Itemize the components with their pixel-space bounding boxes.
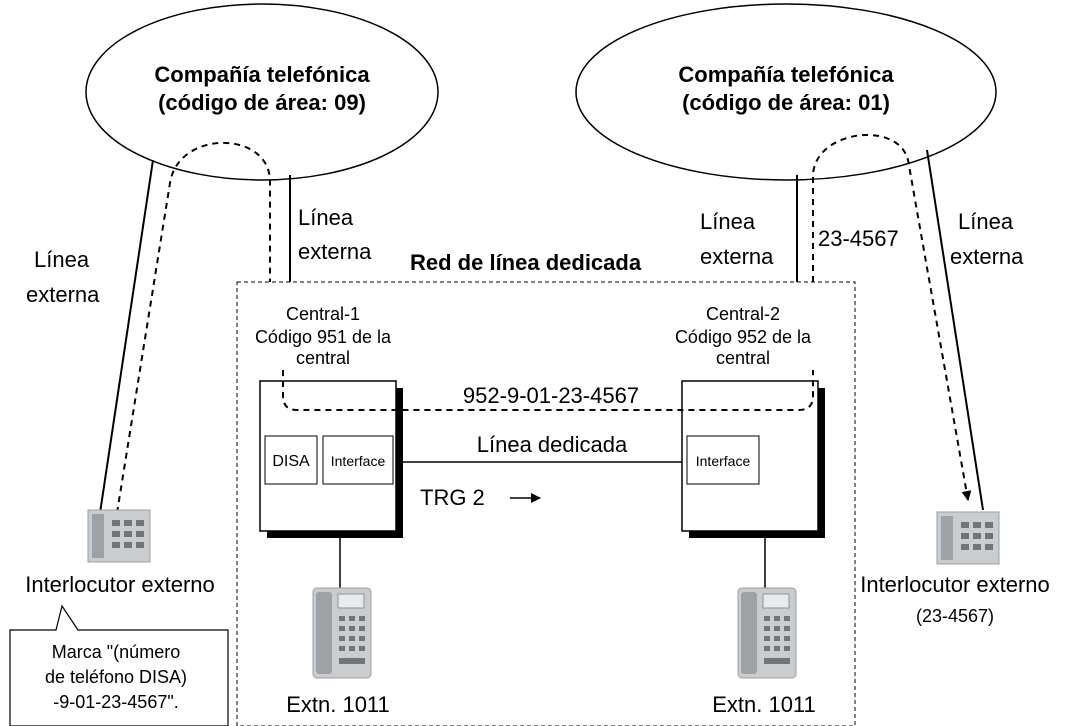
outside-line-label-left-center-2: externa bbox=[298, 239, 372, 264]
outside-party-left-label: Interlocutor externo bbox=[25, 572, 215, 597]
left-cloud-title: Compañía telefónica bbox=[154, 62, 370, 87]
call-path-pbx-dashed-overlay bbox=[282, 370, 814, 411]
dial-callout-line3: -9-01-23-4567". bbox=[53, 692, 178, 712]
call-path-right-dashed bbox=[812, 133, 972, 501]
dedicated-network-boundary bbox=[236, 281, 856, 726]
outside-line-label-right-center-2: externa bbox=[700, 244, 774, 269]
extension-left-phone-icon bbox=[312, 587, 372, 679]
outside-line-label-far-right: Línea bbox=[958, 209, 1014, 234]
pbx1-code-2: central bbox=[296, 348, 350, 368]
route-number-label: 952-9-01-23-4567 bbox=[463, 383, 639, 408]
outside-line-label-far-right-2: externa bbox=[950, 244, 1024, 269]
pbx1-interface-label: Interface bbox=[331, 453, 386, 469]
call-path-left-dashed bbox=[116, 141, 271, 514]
dial-callout-line2: de teléfono DISA) bbox=[45, 667, 187, 687]
tie-line-label: Línea dedicada bbox=[477, 432, 628, 457]
pbx1-disa-card bbox=[264, 435, 318, 485]
pbx2-code-2: central bbox=[716, 348, 770, 368]
pbx1-interface-card bbox=[322, 435, 394, 485]
pbx2-code: Código 952 de la bbox=[675, 327, 812, 347]
outside-party-right-number: (23-4567) bbox=[916, 606, 994, 626]
outside-line-label-left-center: Línea bbox=[298, 205, 354, 230]
right-cloud-area-code: (código de área: 01) bbox=[682, 90, 890, 115]
outside-line-label-right-center: Línea bbox=[700, 209, 756, 234]
telephone-company-right-cloud bbox=[575, 3, 997, 181]
outside-line-left-solid bbox=[99, 159, 154, 514]
pbx2-interface-card bbox=[686, 435, 760, 485]
outside-party-left-phone-icon bbox=[87, 509, 151, 563]
pbx1-name: Central-1 bbox=[286, 304, 360, 324]
telephone-company-left-cloud bbox=[85, 3, 439, 181]
dialed-number-label: 23-4567 bbox=[818, 226, 899, 251]
right-cloud-title: Compañía telefónica bbox=[678, 62, 894, 87]
route-number-bg bbox=[440, 384, 662, 408]
pbx2-interface-label: Interface bbox=[696, 453, 751, 469]
pbx2-name: Central-2 bbox=[706, 304, 780, 324]
extension-right-label: Extn. 1011 bbox=[712, 692, 816, 717]
outside-line-right-solid bbox=[926, 149, 984, 511]
pbx1-disa-label: DISA bbox=[272, 453, 310, 470]
trg-label: TRG 2 bbox=[420, 485, 485, 510]
dial-callout-line1: Marca "(número bbox=[52, 642, 180, 662]
outside-line-label-far-left: Línea bbox=[34, 247, 90, 272]
dedicated-network-label: Red de línea dedicada bbox=[410, 250, 642, 275]
pbx1-code: Código 951 de la bbox=[255, 327, 392, 347]
left-cloud-area-code: (código de área: 09) bbox=[158, 90, 366, 115]
outside-line-label-far-left-2: externa bbox=[26, 282, 100, 307]
extension-left-label: Extn. 1011 bbox=[286, 692, 390, 717]
outside-party-right-phone-icon bbox=[936, 511, 1000, 565]
dial-callout-bubble bbox=[9, 604, 229, 726]
outside-party-right-label: Interlocutor externo bbox=[860, 572, 1050, 597]
extension-right-phone-icon bbox=[737, 587, 797, 679]
